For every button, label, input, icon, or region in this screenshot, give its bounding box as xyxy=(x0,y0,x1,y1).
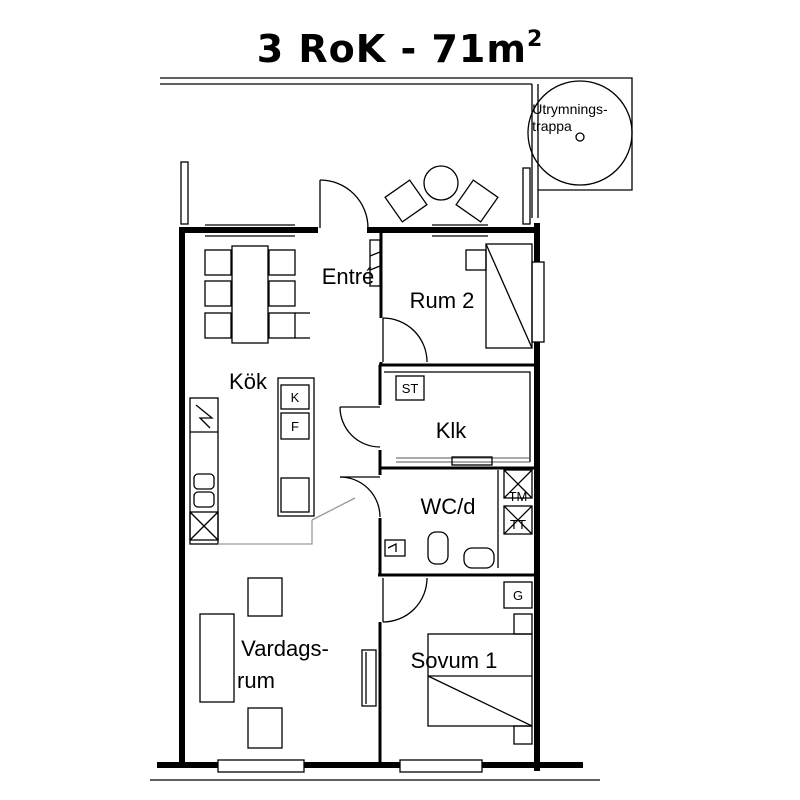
fixture-label-st: ST xyxy=(402,381,419,396)
plan-title-text: 3 RoK - 71m xyxy=(257,27,527,71)
interior-doors xyxy=(311,317,428,623)
outer-walls xyxy=(150,223,600,781)
room-label-kok: Kök xyxy=(229,369,268,394)
room-label-klk: Klk xyxy=(436,418,468,443)
escape-stair: Utrymnings- trappa xyxy=(527,80,633,186)
living-furniture xyxy=(199,577,283,749)
room-label-entre: Entré xyxy=(322,264,375,289)
room-label-vardagsrum-1: Vardags- xyxy=(241,636,329,661)
room-label-vardagsrum-2: rum xyxy=(237,668,275,693)
living-wardrobe xyxy=(361,649,377,707)
room-label-sovum1: Sovum 1 xyxy=(411,648,498,673)
fixture-labels: K F ST TM TT G xyxy=(291,381,528,603)
fixture-label-f: F xyxy=(291,419,299,434)
escape-stair-label-2: trappa xyxy=(532,118,572,134)
kitchen-island xyxy=(277,377,315,517)
entrance-wardrobe xyxy=(369,239,381,287)
fixture-label-tt: TT xyxy=(510,517,526,532)
balcony-furniture xyxy=(180,161,531,225)
entrance-door xyxy=(319,179,369,229)
rum2-bed xyxy=(465,243,533,349)
escape-stair-label-1: Utrymnings- xyxy=(532,101,608,117)
room-labels: Entré Rum 2 Kök Klk WC/d Vardags- rum So… xyxy=(229,264,497,693)
dining-set xyxy=(204,245,310,344)
fixture-label-tm: TM xyxy=(509,489,528,504)
balcony xyxy=(160,77,633,218)
plan-title: 3 RoK - 71m2 xyxy=(257,27,544,71)
room-label-rum2: Rum 2 xyxy=(410,288,475,313)
fixture-label-g: G xyxy=(513,588,523,603)
klk-shelves xyxy=(395,375,530,466)
room-label-wcd: WC/d xyxy=(421,494,476,519)
kitchen-counter xyxy=(189,397,313,545)
interior-walls xyxy=(378,232,536,762)
plan-title-superscript: 2 xyxy=(527,27,543,52)
wc-fixtures xyxy=(384,469,533,569)
sovum-bed xyxy=(427,581,533,745)
fixture-label-k: K xyxy=(291,390,300,405)
